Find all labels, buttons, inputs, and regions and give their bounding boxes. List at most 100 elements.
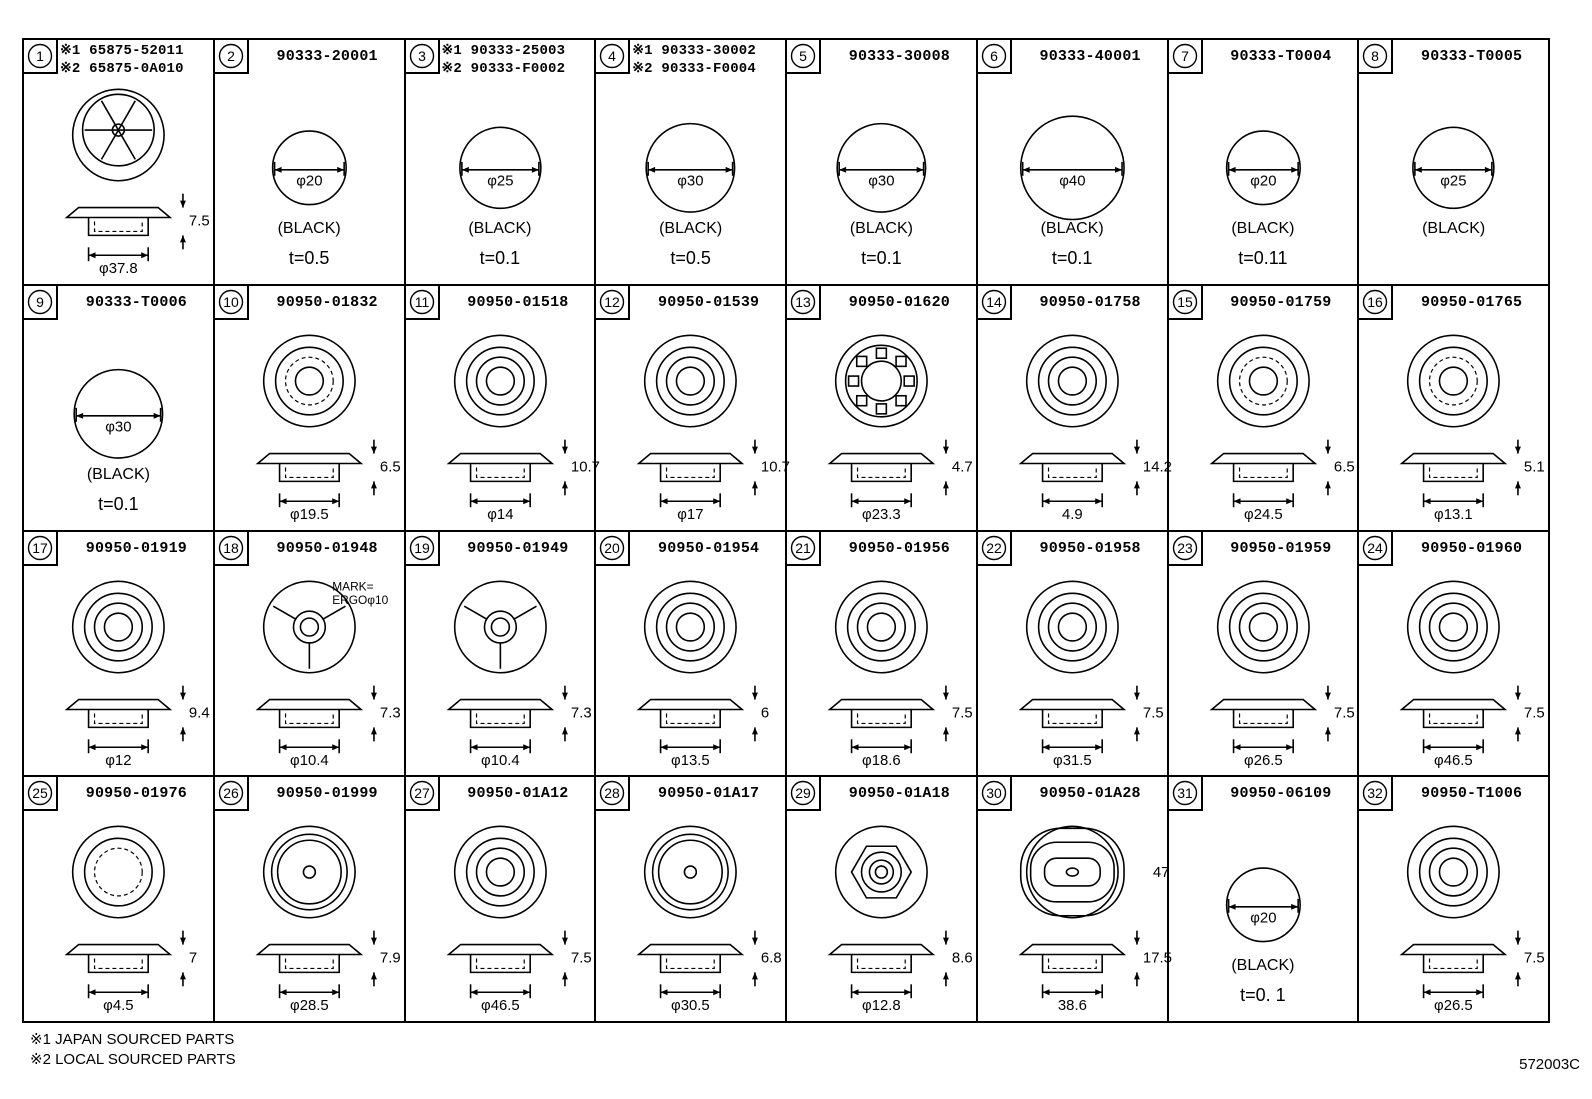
part-number-line: 90950-01976: [85, 785, 187, 803]
part-number: ※1 90333-30002※2 90333-F0004: [632, 42, 783, 78]
part-number-line: 90333-30008: [848, 48, 950, 65]
height-label: 14.2: [1143, 459, 1172, 475]
grommet-side-flange: [636, 698, 745, 710]
legend-japan-sourced: ※1 JAPAN SOURCED PARTS: [30, 1031, 235, 1048]
part-number: 90333-T0004: [1207, 48, 1356, 65]
callout-number: 26: [214, 777, 249, 812]
diameter-label: φ37.8: [99, 261, 138, 277]
plug-outline: [645, 122, 736, 213]
part-number-line: 90950-01A18: [848, 785, 950, 803]
callout-number-text: 24: [1367, 540, 1383, 556]
callout-number-text: 20: [604, 540, 620, 556]
grommet-top-outer: [453, 580, 547, 674]
height-label: 7.5: [1524, 951, 1545, 967]
part-number-line: 90950-01620: [848, 293, 950, 311]
diameter-label: φ28.5: [290, 998, 329, 1014]
part-drawing: φ30: [836, 122, 927, 213]
callout-number: 28: [596, 777, 631, 812]
grommet-side-flange: [636, 944, 745, 956]
part-drawing: φ30: [645, 122, 736, 213]
callout-number: 14: [977, 285, 1012, 320]
part-number-line: ※2 65875-0A010: [60, 61, 184, 77]
grommet-top-outer: [644, 580, 738, 674]
diameter-label: φ14: [487, 507, 513, 523]
callout-number: 3: [405, 40, 440, 74]
part-number: 90333-T0006: [62, 294, 211, 311]
diameter-label: 38.6: [1058, 998, 1087, 1014]
callout-number: 9: [24, 285, 58, 320]
diameter-label: φ12.8: [862, 998, 901, 1014]
diameter-label: φ12: [105, 753, 131, 769]
grommet-top-outer: [644, 825, 738, 919]
part-number-line: 90950-01758: [1039, 293, 1141, 311]
height-label: 6: [761, 705, 769, 721]
grommet-top-outer: [71, 580, 165, 674]
part-number: 90950-01958: [1016, 540, 1165, 557]
part-number-line: 90950-01539: [658, 293, 760, 311]
grommet-side-flange: [1399, 944, 1508, 956]
source-legend: ※1 JAPAN SOURCED PARTS ※2 LOCAL SOURCED …: [30, 1030, 236, 1070]
width-label: 47: [1153, 865, 1170, 881]
thickness-note: t=0.1: [1051, 248, 1093, 268]
color-note: (BLACK): [1231, 220, 1295, 237]
grommet-top-outer: [71, 88, 165, 182]
callout-number: 18: [214, 531, 249, 566]
part-number: 90950-01758: [1016, 294, 1165, 311]
part-drawing: φ20: [271, 130, 347, 206]
part-number: 90950-01765: [1397, 294, 1546, 311]
grommet-top-outer: [262, 334, 356, 428]
height-label: 8.6: [952, 951, 973, 967]
part-number: 90950-01518: [444, 294, 593, 311]
callout-number: 1: [24, 40, 58, 74]
grommet-side-flange: [827, 452, 936, 465]
diameter-label: φ30: [105, 419, 131, 435]
grommet-top-outer: [453, 825, 547, 919]
diameter-label: φ46.5: [481, 998, 520, 1014]
thickness-note: t=0.5: [670, 248, 711, 268]
callout-number-text: 4: [608, 48, 616, 64]
callout-number-text: 6: [990, 48, 998, 64]
part-number: 90333-40001: [1016, 48, 1165, 65]
part-number-line: 90950-01948: [276, 539, 378, 557]
height-label: 7.5: [1143, 705, 1164, 721]
part-number-line: 90950-06109: [1230, 785, 1332, 803]
callout-number: 16: [1359, 285, 1394, 320]
part-number-line: 90950-01958: [1039, 539, 1141, 557]
part-number-line: 90950-01518: [467, 293, 569, 311]
mark-label-value: ERGOφ10: [332, 593, 388, 607]
grommet-side-flange: [1399, 452, 1508, 465]
callout-number-text: 29: [795, 785, 811, 801]
part-drawing: φ20: [1225, 867, 1301, 943]
color-note: (BLACK): [1422, 220, 1486, 237]
part-number-line: 90950-01832: [276, 293, 378, 311]
diameter-label: φ20: [296, 174, 322, 190]
callout-number: 19: [405, 531, 440, 566]
grommet-side-flange: [255, 452, 363, 465]
height-label: 10.7: [570, 459, 599, 475]
part-number-line: 90950-01999: [276, 785, 378, 803]
callout-number: 4: [596, 40, 631, 74]
callout-number: 31: [1168, 777, 1203, 812]
part-number: 90950-01960: [1397, 540, 1546, 557]
part-drawing: φ40: [1019, 115, 1125, 221]
plug-outline: [1412, 126, 1495, 210]
